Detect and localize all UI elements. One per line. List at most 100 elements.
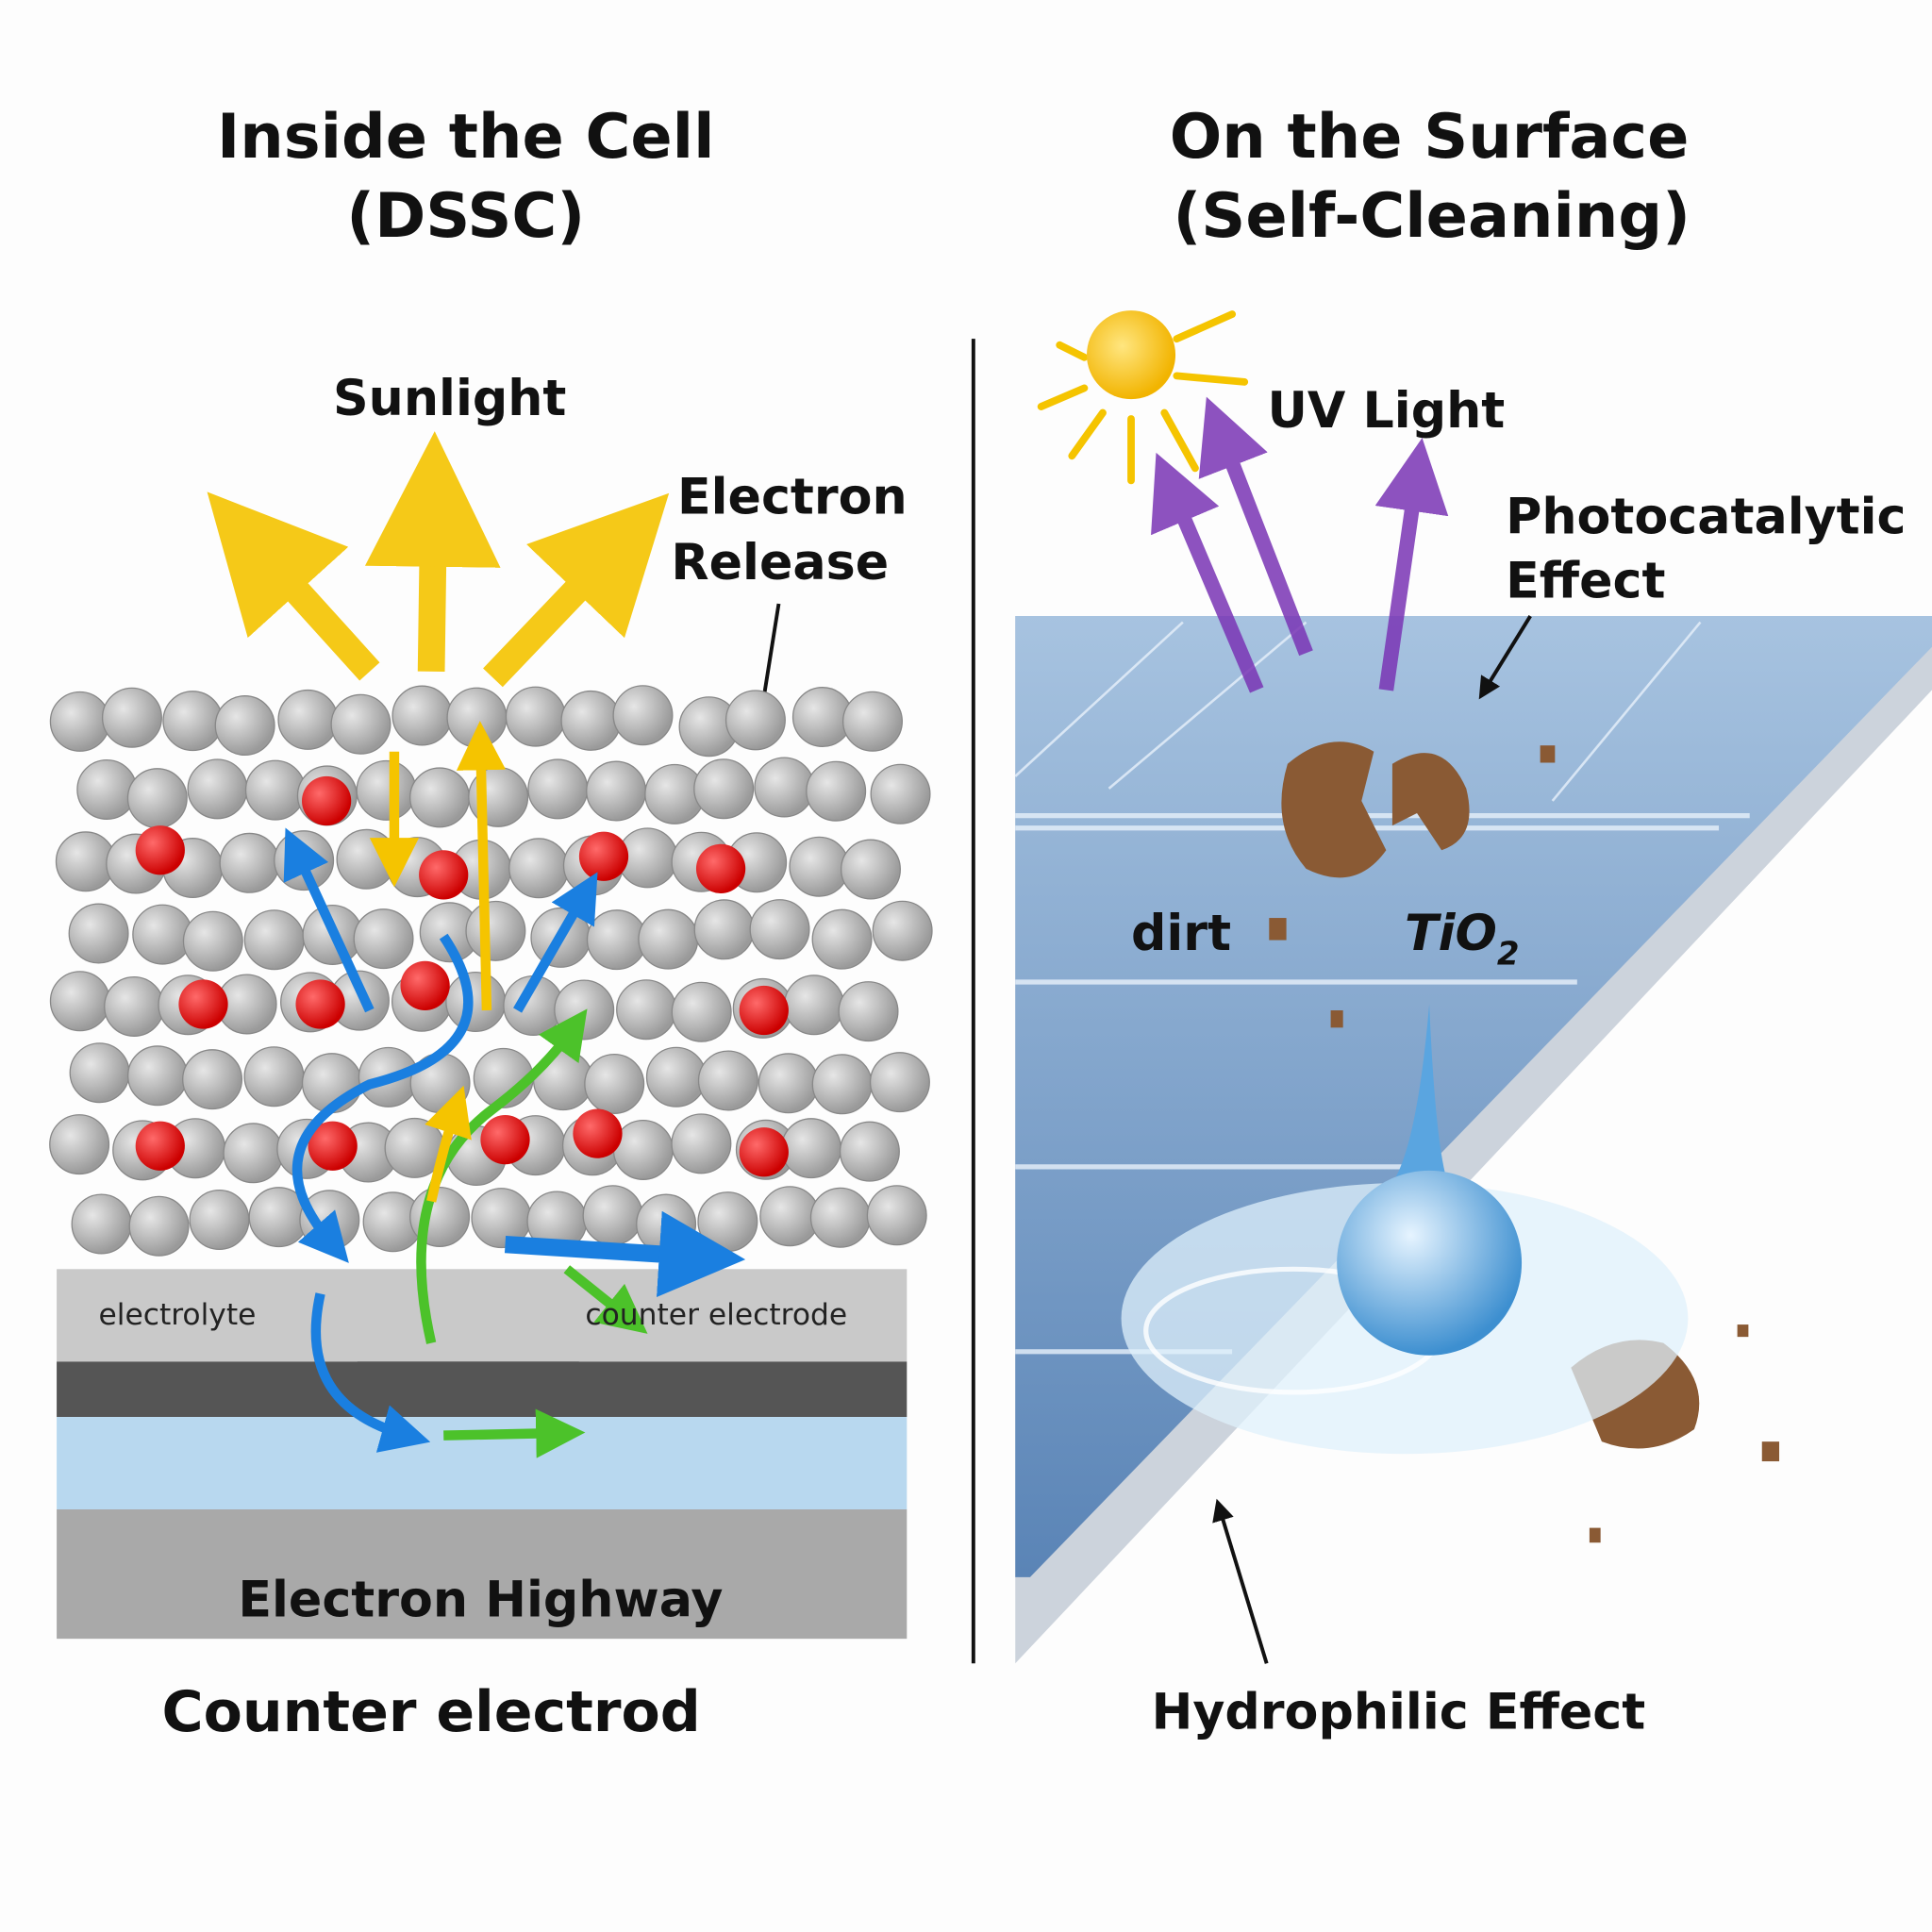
photocatalytic-label-line2: Effect xyxy=(1506,553,1665,609)
dirt-speck xyxy=(1540,745,1556,763)
titanium-atom xyxy=(243,1046,305,1108)
titanium-atom xyxy=(68,903,129,964)
titanium-atom xyxy=(223,1123,284,1184)
titanium-atom xyxy=(872,900,933,961)
water-droplet xyxy=(1121,1004,1689,1455)
counter-electrode-small-label: counter electrode xyxy=(585,1298,847,1332)
titanium-atom xyxy=(693,899,755,960)
titanium-atom xyxy=(586,909,647,971)
titanium-atom xyxy=(214,695,275,757)
electron-arrow-green xyxy=(443,1408,586,1458)
tio2-subscript: 2 xyxy=(1497,936,1520,974)
titanium-atom xyxy=(527,758,589,820)
titanium-atom xyxy=(811,1054,873,1115)
photocatalytic-pointer-arrow xyxy=(1478,615,1532,700)
titanium-atom xyxy=(783,974,844,1036)
titanium-atom xyxy=(724,690,786,751)
electron-arrow-blue xyxy=(513,872,598,1013)
oxygen-atom xyxy=(573,1108,623,1158)
titanium-atom xyxy=(104,975,165,1037)
dirt-speck xyxy=(1589,1527,1601,1543)
dirt-speck xyxy=(1737,1324,1749,1338)
uv-light-label: UV Light xyxy=(1268,383,1506,440)
oxygen-atom xyxy=(419,850,469,900)
tio2-main: TiO xyxy=(1405,906,1497,962)
sunlight-arrow xyxy=(207,491,380,681)
titanium-atom xyxy=(187,758,248,820)
dirt-clump xyxy=(1281,741,1387,878)
dirt-speck xyxy=(1330,1010,1343,1028)
titanium-atom xyxy=(809,1187,871,1248)
sunlight-label: Sunlight xyxy=(333,371,566,427)
titanium-atom xyxy=(838,981,899,1042)
hydrophilic-pointer-arrow xyxy=(1212,1498,1269,1664)
titanium-atom xyxy=(582,1185,643,1246)
electron-arrow-blue xyxy=(504,1210,746,1298)
titanium-atom xyxy=(243,909,305,971)
water-drop xyxy=(1337,1170,1523,1356)
titanium-atom xyxy=(508,838,570,899)
titanium-atom xyxy=(758,1053,819,1114)
titanium-atom xyxy=(584,1053,645,1114)
oxygen-atom xyxy=(480,1115,530,1165)
titanium-atom xyxy=(554,979,615,1041)
titanium-atom xyxy=(811,908,873,970)
uv-arrow xyxy=(1151,452,1264,693)
oxygen-atom xyxy=(302,775,352,826)
dirt-speck xyxy=(1761,1441,1780,1462)
titanium-atom xyxy=(780,1118,841,1179)
tio2-label: TiO2 xyxy=(1405,906,1520,974)
electron-arrow-blue xyxy=(283,827,375,1013)
right-title-line2: (Self-Cleaning) xyxy=(1173,180,1690,252)
electron-arrow-yellow xyxy=(425,1085,472,1203)
titanium-atom xyxy=(49,971,110,1032)
left-panel-dssc: Inside the Cell (DSSC) Sunlight Electron… xyxy=(49,101,933,1745)
titanium-atom xyxy=(128,1195,190,1257)
titanium-atom xyxy=(49,691,110,752)
titanium-atom xyxy=(841,691,903,752)
tio2-lattice xyxy=(49,685,933,1257)
counter-electrode-caption: Counter electrod xyxy=(162,1679,701,1745)
sunlight-arrow xyxy=(483,492,670,688)
titanium-atom xyxy=(182,910,243,972)
titanium-atom xyxy=(697,1050,758,1111)
oxygen-atom xyxy=(178,979,228,1029)
uv-arrow xyxy=(1198,396,1313,657)
titanium-atom xyxy=(671,981,732,1042)
titanium-atom xyxy=(49,1114,110,1175)
titanium-atom xyxy=(638,908,699,970)
photocatalytic-label-line1: Photocatalytic xyxy=(1506,490,1906,546)
titanium-atom xyxy=(446,687,508,748)
titanium-atom xyxy=(612,1119,674,1180)
oxygen-atom xyxy=(135,1121,185,1171)
titanium-atom xyxy=(189,1190,250,1251)
uv-arrows xyxy=(1151,396,1449,693)
solar-panel xyxy=(1014,616,1932,1664)
counter-electrode-layer xyxy=(57,1509,908,1640)
left-title-line2: (DSSC) xyxy=(346,180,585,252)
sunlight-arrow xyxy=(364,431,501,673)
titanium-atom xyxy=(839,1121,900,1182)
dirt-clump xyxy=(1391,753,1470,851)
electron-arrow-yellow xyxy=(456,721,507,1011)
titanium-atom xyxy=(391,685,453,746)
titanium-atom xyxy=(71,1193,132,1255)
electron-release-label-line1: Electron xyxy=(677,470,908,526)
electron-arrow-green xyxy=(416,1008,588,1344)
oxygen-atom xyxy=(400,960,450,1011)
oxygen-atom xyxy=(135,825,185,875)
oxygen-atom xyxy=(578,831,629,881)
titanium-atom xyxy=(754,757,815,818)
titanium-atom xyxy=(806,760,867,822)
oxygen-atom xyxy=(739,985,789,1036)
titanium-atom xyxy=(870,763,931,824)
oxygen-atom xyxy=(695,843,746,893)
titanium-atom xyxy=(101,687,162,748)
titanium-atom xyxy=(866,1185,927,1246)
hydrophilic-effect-label: Hydrophilic Effect xyxy=(1152,1684,1646,1740)
sunlight-arrows xyxy=(207,431,670,688)
dirt-label: dirt xyxy=(1131,906,1231,962)
titanium-atom xyxy=(330,693,391,755)
electron-arrow-blue xyxy=(291,933,474,1263)
titanium-atom xyxy=(693,758,755,820)
